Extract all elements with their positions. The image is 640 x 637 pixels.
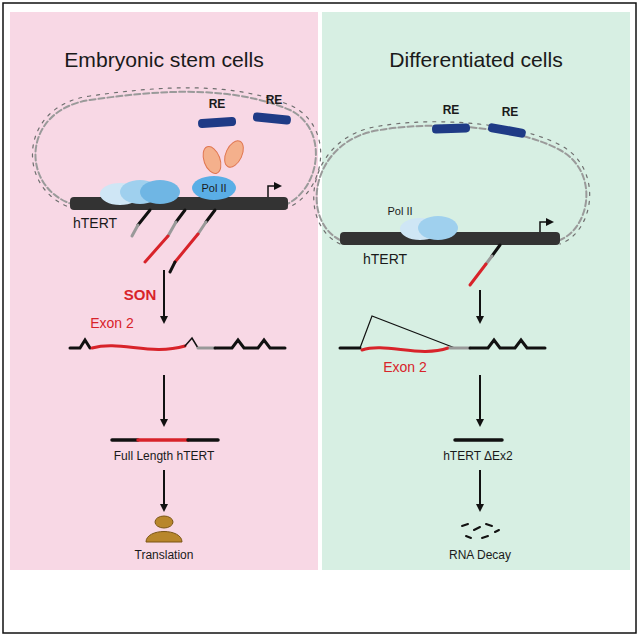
arrow (163, 375, 165, 425)
cell-panel: Differentiated cells (322, 12, 630, 570)
diagram-label: SON (124, 287, 157, 304)
diagram-label: Exon 2 (90, 316, 134, 331)
decay-fragments (462, 524, 499, 538)
mediator (221, 138, 247, 170)
diagram-label: Full Length hTERT (114, 450, 215, 463)
panel-title: Embryonic stem cells (10, 48, 318, 72)
diagram-label: RE (443, 104, 460, 117)
pol-ii (100, 176, 236, 205)
arrow (479, 375, 481, 425)
ribosome (146, 516, 182, 542)
frame (3, 3, 636, 633)
diagram-label: Pol II (387, 205, 412, 217)
promoter-arrow (540, 222, 552, 232)
diagram-label: RE (502, 106, 519, 119)
diagram-label: hTERT (363, 252, 407, 267)
arrow (479, 470, 481, 510)
arrow (163, 470, 165, 510)
diagram-label: hTERT (73, 216, 117, 231)
mediator (200, 144, 225, 176)
diagram-label: Exon 2 (383, 360, 427, 375)
diagram-label: RE (266, 94, 283, 107)
nascent-transcript (470, 245, 500, 285)
dna-loop (32, 88, 320, 209)
dna-loop (314, 122, 590, 244)
nascent-transcripts (132, 210, 215, 272)
promoter-arrow (268, 186, 280, 197)
mature-mrna (455, 438, 502, 442)
panel-title: Differentiated cells (322, 48, 630, 72)
diagram-label: Pol II (201, 182, 226, 194)
re-bar (253, 112, 292, 125)
diagram-label: RNA Decay (449, 549, 511, 562)
re-bar (198, 117, 237, 129)
diagram-label: hTERT ΔEx2 (443, 450, 513, 463)
arrow (163, 270, 165, 322)
pre-mrna (70, 338, 285, 349)
arrow (479, 290, 481, 322)
pre-mrna (340, 316, 545, 351)
diagram-label: RE (209, 98, 226, 111)
re-bar (487, 123, 526, 138)
re-bar (432, 123, 470, 133)
diagram-label: Translation (135, 549, 194, 562)
pol-ii (400, 216, 458, 240)
mature-mrna (112, 438, 218, 442)
